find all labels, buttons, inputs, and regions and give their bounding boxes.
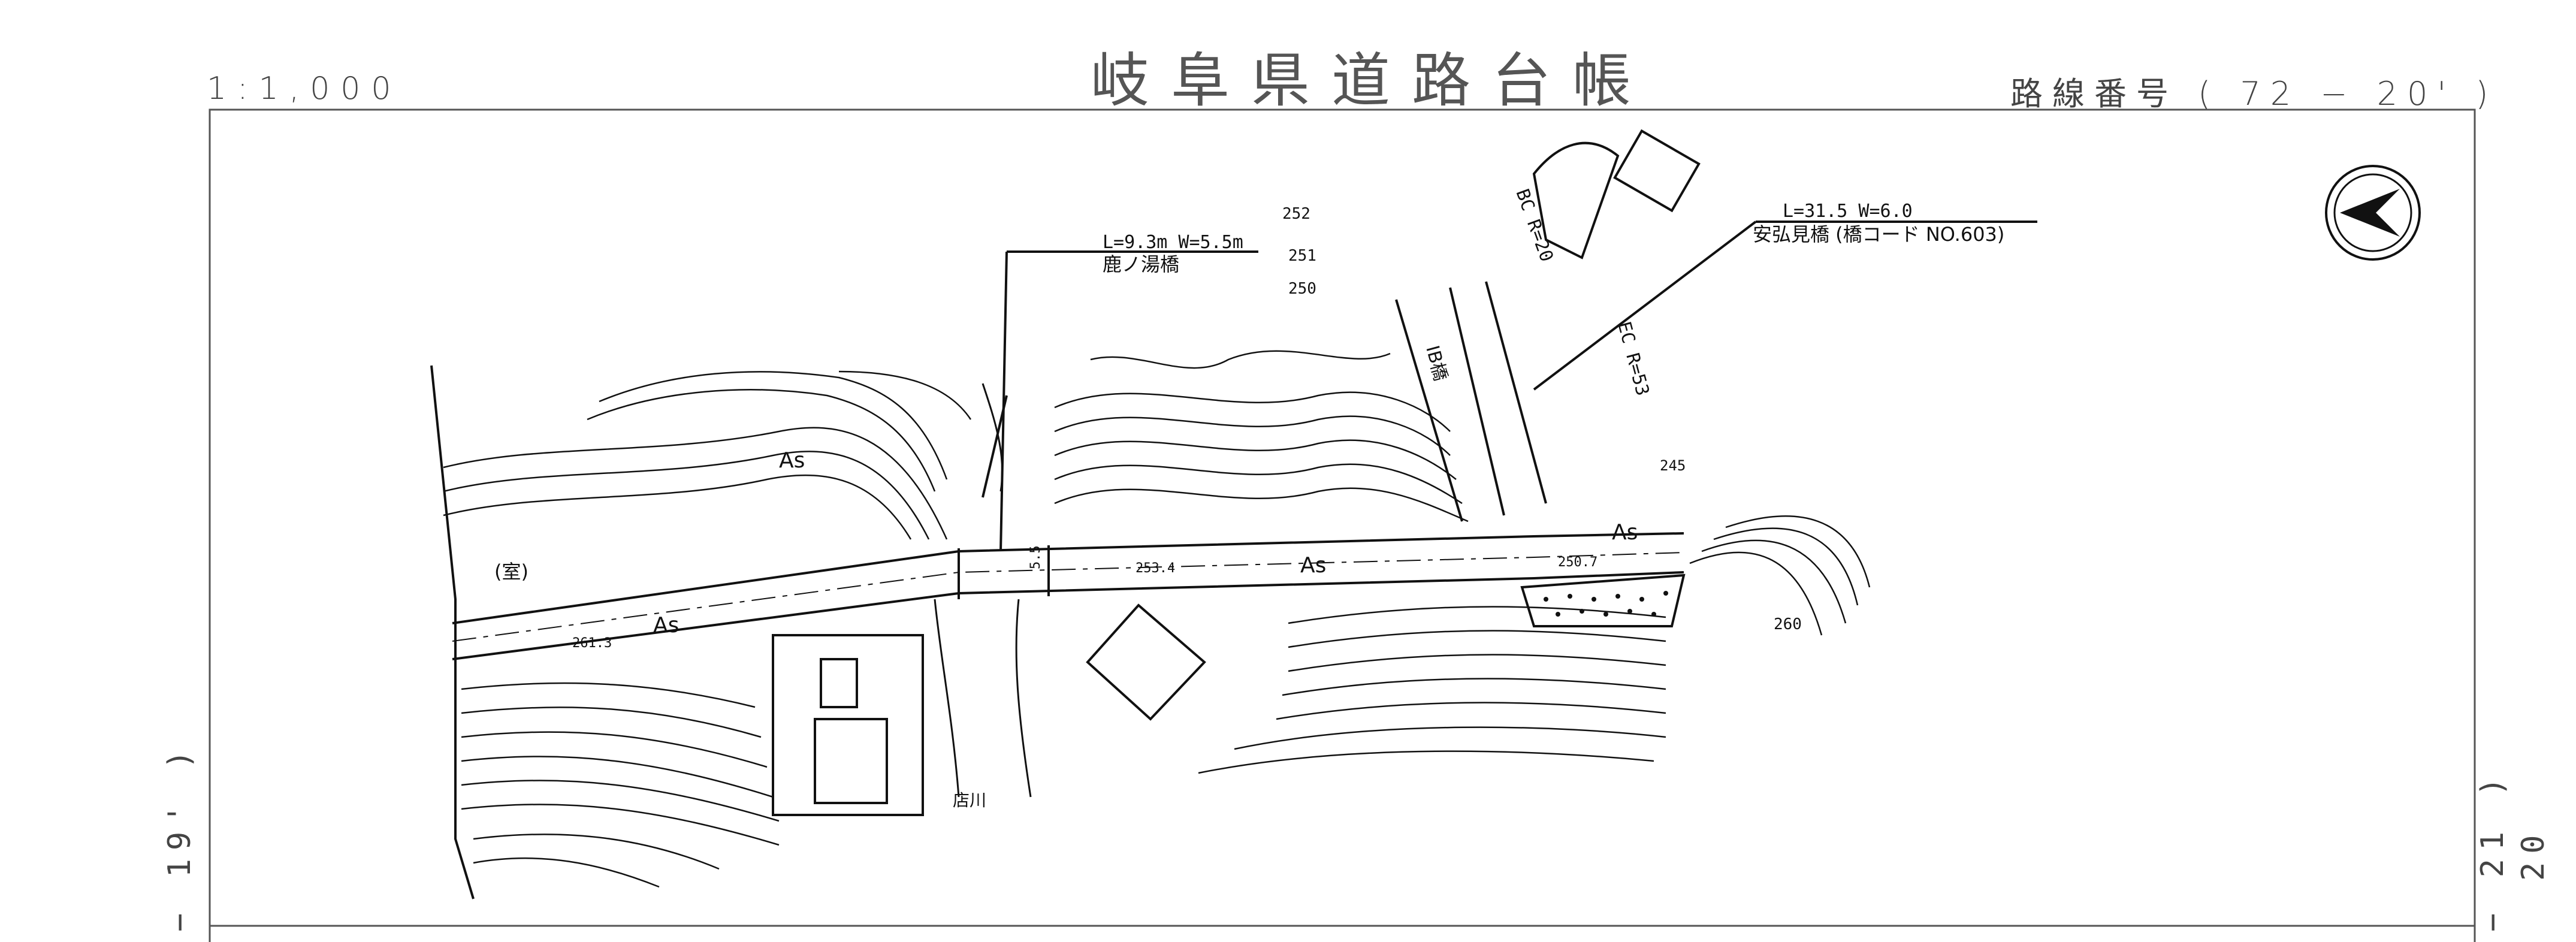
contours-south <box>1198 606 1666 774</box>
dotted-area <box>1520 573 1686 627</box>
contours-southwest <box>461 682 780 888</box>
surface-label: As <box>1300 553 1326 578</box>
room-label: (室) <box>494 560 529 583</box>
contours-northwest <box>443 370 972 540</box>
elevation-label: 261.3 <box>572 636 612 651</box>
bridge-1-name: 鹿ノ湯橋 <box>1103 253 1179 276</box>
bridge-2-dims: L=31.5 W=6.0 <box>1783 201 1913 222</box>
curve-label: BC R=20 <box>1511 186 1557 265</box>
contour-label: 251 <box>1288 247 1316 265</box>
bridge-side-label: IB橋 <box>1421 343 1451 383</box>
bridge-shikanoyu <box>958 250 1258 599</box>
bridge-1-dims: L=9.3m W=5.5m <box>1103 232 1243 253</box>
contours-center <box>1054 350 1469 523</box>
contour-label: 250 <box>1288 280 1316 298</box>
map-scale: 1:1,000 <box>207 71 402 107</box>
curve-label: EC R=53 <box>1613 319 1653 398</box>
surface-label: As <box>779 448 805 473</box>
map-frame <box>209 108 2476 942</box>
river <box>934 383 1032 798</box>
surface-label: As <box>653 613 679 638</box>
bridge-2-name: 安弘見橋 (橋コード NO.603) <box>1753 223 2004 246</box>
elevation-label: 250.7 <box>1558 555 1597 570</box>
bridge-anhirome <box>1395 221 2037 522</box>
left-boundary <box>430 365 475 899</box>
elevation-label: 253.4 <box>1136 561 1175 576</box>
north-arrow-icon <box>2325 165 2421 261</box>
contours-east <box>1689 515 1871 636</box>
road <box>452 532 1684 660</box>
surface-label: As <box>1612 520 1638 545</box>
contour-label: 260 <box>1774 615 1802 633</box>
width-label: 5.5 <box>1028 545 1043 569</box>
river-label: 店川 <box>953 790 986 810</box>
page-title: 岐阜県道路台帳 <box>1091 47 1653 115</box>
contour-label: 245 <box>1660 457 1686 474</box>
buildings <box>772 129 1701 816</box>
route-number: 路線番号 ( 72 − 20' ) <box>2010 75 2498 113</box>
contour-label: 252 <box>1282 205 1310 223</box>
